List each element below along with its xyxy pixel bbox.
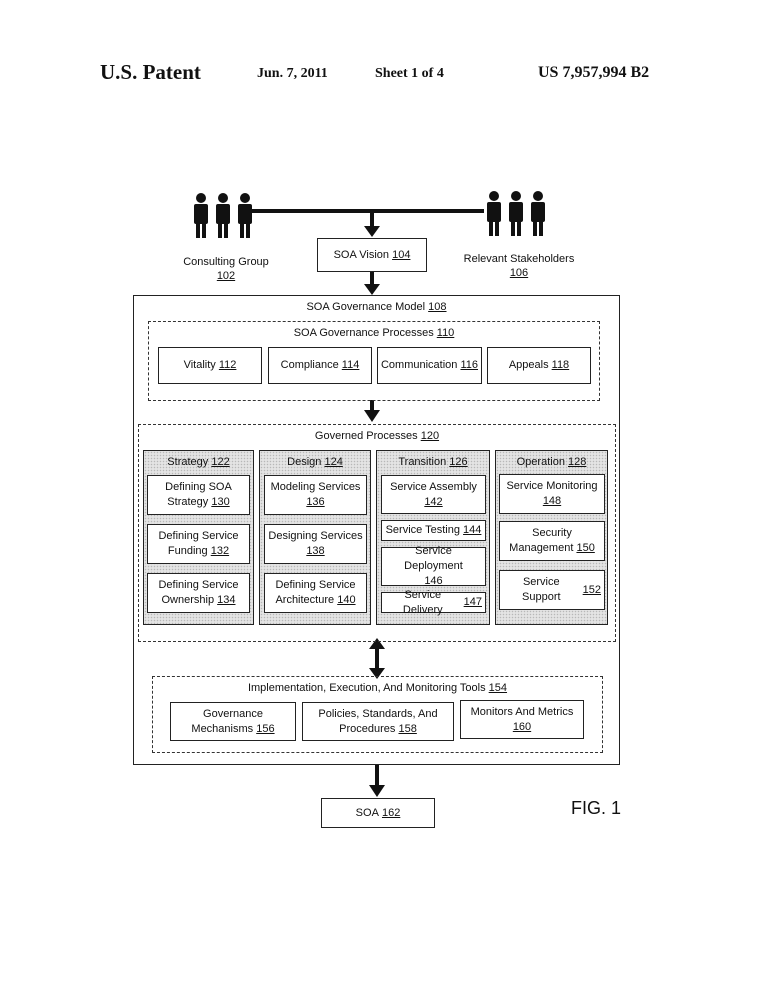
- appeals-box: Appeals 118: [487, 347, 591, 384]
- governance-processes-group: [148, 321, 600, 401]
- consulting-group-label: Consulting Group 102: [183, 256, 269, 282]
- vitality-box: Vitality 112: [158, 347, 262, 384]
- consulting-group-people-icon: [194, 193, 252, 238]
- governance-processes-title: SOA Governance Processes 110: [293, 327, 455, 339]
- arrow-to-governed-icon: [364, 410, 380, 422]
- governance-model-box: [133, 295, 620, 765]
- double-arrow-up-icon: [369, 638, 385, 649]
- arrow-to-model-icon: [364, 284, 380, 295]
- strategy-column-title: Strategy 122: [167, 456, 230, 468]
- governed-processes-group: [138, 424, 616, 642]
- compliance-box: Compliance 114: [268, 347, 372, 384]
- service-monitoring-box: Service Monitoring 148: [499, 474, 605, 514]
- defining-service-funding-box: Defining Service Funding 132: [147, 524, 250, 564]
- soa-box: SOA 162: [321, 798, 435, 828]
- tools-title: Implementation, Execution, And Monitorin…: [247, 682, 508, 694]
- governance-mechanisms-box: Governance Mechanisms 156: [170, 702, 296, 741]
- soa-vision-box: SOA Vision 104: [317, 238, 427, 272]
- defining-service-architecture-box: Defining Service Architecture 140: [264, 573, 367, 613]
- patent-label: U.S. Patent: [100, 60, 201, 84]
- service-assembly-box: Service Assembly 142: [381, 475, 486, 514]
- service-support-box: Service Support 152: [499, 570, 605, 610]
- figure-label: FIG. 1: [571, 798, 622, 818]
- defining-service-ownership-box: Defining Service Ownership 134: [147, 573, 250, 613]
- service-deployment-box: Service Deployment 146: [381, 545, 486, 587]
- monitors-metrics-box: Monitors And Metrics 160: [460, 700, 584, 739]
- defining-soa-strategy-box: Defining SOA Strategy 130: [147, 475, 250, 515]
- modeling-services-box: Modeling Services 136: [264, 475, 367, 515]
- operation-column-title: Operation 128: [516, 456, 587, 468]
- patent-date: Jun. 7, 2011: [257, 66, 328, 81]
- tools-group: [152, 676, 603, 753]
- governed-processes-title: Governed Processes 120: [314, 430, 440, 442]
- service-testing-box: Service Testing 144: [381, 520, 486, 541]
- patent-number: US 7,957,994 B2: [538, 64, 650, 81]
- governance-model-title: SOA Governance Model 108: [306, 301, 447, 313]
- stakeholders-people-icon: [487, 191, 545, 236]
- sheet-number: Sheet 1 of 4: [375, 66, 444, 81]
- design-column-title: Design 124: [287, 456, 343, 468]
- double-arrow-down-icon: [369, 668, 385, 679]
- arrow-to-vision-icon: [364, 226, 380, 237]
- communication-box: Communication 116: [377, 347, 482, 384]
- stakeholders-label: Relevant Stakeholders 106: [463, 253, 575, 279]
- designing-services-box: Designing Services 138: [264, 524, 367, 564]
- service-delivery-box: Service Delivery 147: [381, 589, 486, 616]
- transition-column-title: Transition 126: [398, 456, 468, 468]
- policies-standards-box: Policies, Standards, And Procedures 158: [302, 702, 454, 741]
- security-management-box: Security Management 150: [499, 521, 605, 561]
- arrow-to-soa-icon: [369, 785, 385, 797]
